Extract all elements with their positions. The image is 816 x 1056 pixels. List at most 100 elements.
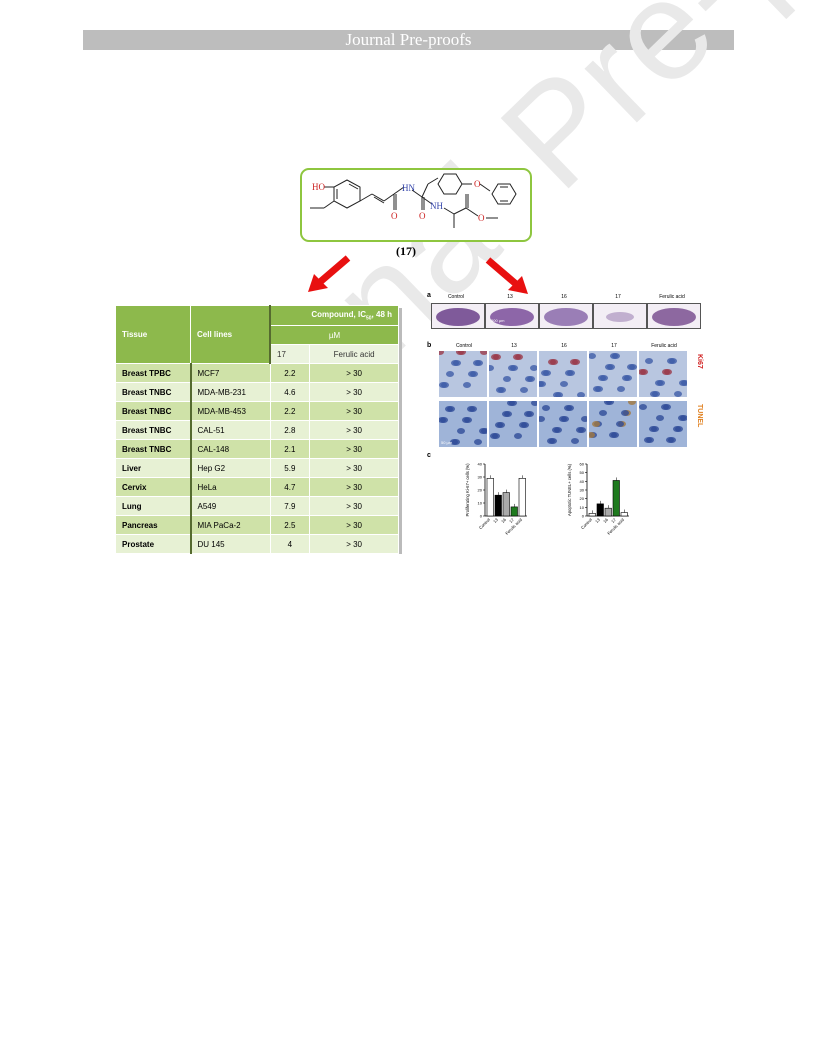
bar bbox=[518, 477, 526, 517]
category-label: 13 bbox=[594, 517, 601, 524]
panel-a-caption: 17 bbox=[615, 294, 621, 300]
y-tick-label: 50 bbox=[580, 470, 585, 475]
category-label: 17 bbox=[508, 517, 515, 524]
cell-line-cell: CAL-51 bbox=[190, 420, 271, 440]
tissue-cell: Breast TNBC bbox=[115, 382, 192, 402]
header-unit: µM bbox=[269, 325, 399, 345]
value-17-cell: 2.2 bbox=[269, 363, 311, 383]
y-tick-label: 30 bbox=[478, 475, 483, 480]
tunel-label: TUNEL bbox=[696, 404, 703, 428]
y-tick-label: 10 bbox=[580, 505, 585, 510]
y-axis-label: Proliferating Ki-67+ cells (%) bbox=[465, 463, 470, 517]
value-ferulic-cell: > 30 bbox=[309, 382, 399, 402]
header-col-17: 17 bbox=[269, 344, 311, 364]
value-17-cell: 2.1 bbox=[269, 439, 311, 459]
value-ferulic-cell: > 30 bbox=[309, 458, 399, 478]
value-17-cell: 7.9 bbox=[269, 496, 311, 516]
y-tick-label: 60 bbox=[580, 462, 585, 467]
y-tick-label: 40 bbox=[580, 479, 585, 484]
tissue-cell: Breast TPBC bbox=[115, 363, 192, 383]
tissue-section-image bbox=[431, 303, 485, 329]
header-compound: Compound, IC50, 48 h bbox=[269, 305, 399, 326]
cell-line-cell: MDA-MB-453 bbox=[190, 401, 271, 421]
value-17-cell: 4.6 bbox=[269, 382, 311, 402]
o-label-3: O bbox=[474, 179, 481, 189]
compound-structure: HO HN NH O O O O bbox=[310, 173, 517, 228]
bar bbox=[596, 503, 604, 517]
value-17-cell: 4.7 bbox=[269, 477, 311, 497]
cell-line-cell: Hep G2 bbox=[190, 458, 271, 478]
arrow-left-icon bbox=[308, 255, 351, 292]
tissue-section-image bbox=[485, 303, 539, 329]
bar bbox=[620, 512, 628, 517]
bar bbox=[486, 477, 494, 517]
scale-bar-a: 500 µm bbox=[491, 318, 505, 323]
tunel-micrograph bbox=[438, 401, 489, 447]
o-label-1: O bbox=[391, 211, 398, 221]
tissue-cell: Pancreas bbox=[115, 515, 192, 535]
arrow-right-icon bbox=[485, 257, 528, 294]
panel-b-caption: 16 bbox=[561, 343, 567, 349]
panel-b-caption: Control bbox=[455, 343, 473, 349]
bar bbox=[494, 494, 502, 517]
bar bbox=[612, 480, 620, 517]
tissue-cell: Breast TNBC bbox=[115, 401, 192, 421]
category-label: Control bbox=[580, 517, 593, 530]
ki67-micrograph bbox=[486, 351, 538, 397]
header-cell-lines: Cell lines bbox=[190, 305, 271, 364]
bar bbox=[502, 492, 510, 517]
nh-label: NH bbox=[430, 201, 443, 211]
value-ferulic-cell: > 30 bbox=[309, 477, 399, 497]
category-label: Control bbox=[478, 517, 491, 530]
panel-c-letter: c bbox=[427, 452, 431, 459]
tissue-cell: Lung bbox=[115, 496, 192, 516]
structure-box: HO HN NH O O O O bbox=[300, 168, 532, 242]
tunel-micrograph bbox=[537, 401, 589, 447]
tissue-cell: Breast TNBC bbox=[115, 420, 192, 440]
panel-a-caption: 16 bbox=[561, 294, 567, 300]
ki67-micrograph bbox=[436, 349, 488, 397]
compound-label: (17) bbox=[396, 244, 416, 258]
panel-a-letter: a bbox=[427, 292, 431, 299]
cell-line-cell: DU 145 bbox=[190, 534, 271, 554]
hn-label: HN bbox=[402, 183, 415, 193]
ic50-table: Tissue Cell lines Compound, IC50, 48 h µ… bbox=[115, 305, 399, 554]
y-tick-label: 20 bbox=[478, 488, 483, 493]
ki67-micrograph bbox=[638, 351, 689, 397]
value-ferulic-cell: > 30 bbox=[309, 515, 399, 535]
value-ferulic-cell: > 30 bbox=[309, 401, 399, 421]
value-ferulic-cell: > 30 bbox=[309, 534, 399, 554]
tissue-cell: Breast TNBC bbox=[115, 439, 192, 459]
category-label: 16 bbox=[500, 517, 507, 524]
tunel-micrograph bbox=[587, 399, 637, 447]
tissue-section-image bbox=[593, 303, 647, 329]
tissue-cell: Cervix bbox=[115, 477, 192, 497]
oh-label: HO bbox=[312, 182, 325, 192]
value-17-cell: 2.2 bbox=[269, 401, 311, 421]
y-tick-label: 20 bbox=[580, 496, 585, 501]
category-label: 16 bbox=[602, 517, 609, 524]
tissue-section-image bbox=[647, 303, 701, 329]
y-tick-label: 0 bbox=[582, 514, 585, 519]
journal-header: Journal Pre-proofs bbox=[83, 30, 734, 50]
y-tick-label: 40 bbox=[478, 462, 483, 467]
panel-a-caption: 13 bbox=[507, 294, 513, 300]
header-tissue: Tissue bbox=[115, 305, 191, 364]
cell-line-cell: MDA-MB-231 bbox=[190, 382, 271, 402]
ki67-micrograph bbox=[536, 351, 587, 398]
tunel-micrograph bbox=[639, 401, 688, 447]
tissue-section-image bbox=[539, 303, 593, 329]
category-label: Ferulic acid bbox=[606, 517, 625, 536]
bar bbox=[588, 513, 596, 517]
bar bbox=[510, 506, 518, 517]
